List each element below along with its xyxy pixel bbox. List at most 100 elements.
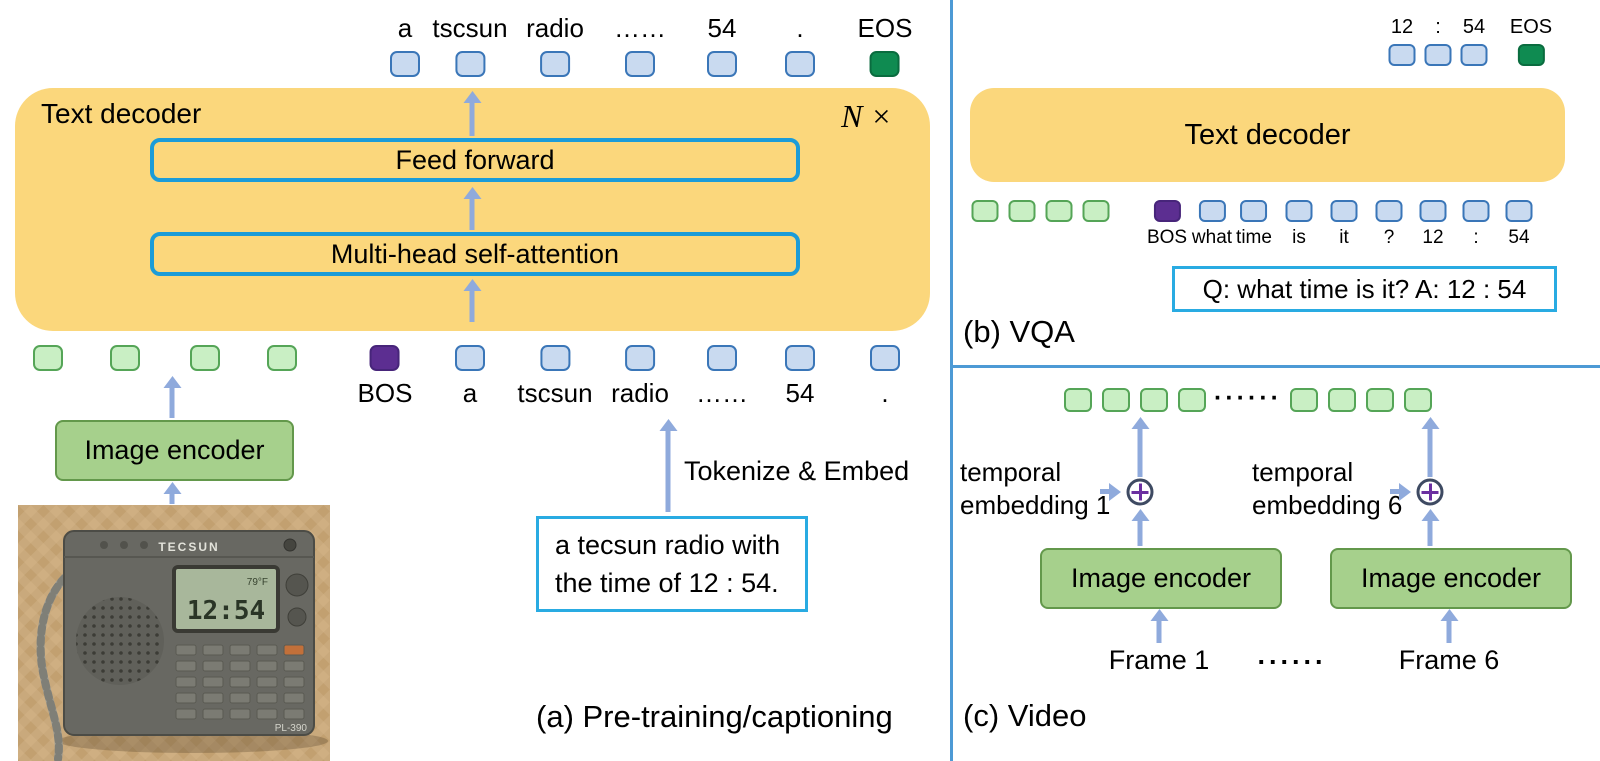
arrow-right-icon	[1390, 489, 1400, 494]
token-label: 54	[1508, 227, 1530, 248]
vertical-divider	[950, 0, 953, 761]
token-cell	[1064, 388, 1092, 412]
token-label: radio	[526, 13, 584, 43]
token-green	[1290, 388, 1318, 412]
token-green	[1140, 388, 1168, 412]
token-green	[1366, 388, 1394, 412]
token-green	[267, 345, 297, 371]
token-cell	[267, 345, 297, 371]
caption-text-box: a tecsun radio with the time of 12 : 54.	[536, 516, 808, 612]
radio-photo: TECSUN 79°F 12:54 PL-390	[18, 505, 330, 761]
token-blue	[1198, 200, 1226, 222]
radio-lcd	[172, 565, 280, 633]
token-bos	[1153, 200, 1181, 222]
token-label: .	[881, 378, 889, 408]
radio-top-button	[100, 541, 108, 549]
token-cell: EOS	[858, 14, 912, 77]
radio-brand-label: TECSUN	[158, 540, 219, 554]
token-blue	[1375, 200, 1403, 222]
temporal-line: embedding 1	[960, 490, 1111, 520]
token-cell: ……	[696, 345, 748, 408]
token-cell: it	[1330, 200, 1358, 249]
token-cell: time	[1236, 200, 1272, 249]
token-label: 12	[1422, 227, 1444, 248]
horizontal-divider	[953, 365, 1600, 368]
token-cell	[971, 200, 999, 222]
token-cell: tscsun	[517, 345, 593, 408]
temporal-line: embedding 6	[1252, 490, 1403, 520]
token-blue	[1285, 200, 1313, 222]
token-blue	[540, 345, 570, 371]
token-blue	[870, 345, 900, 371]
token-green	[33, 345, 63, 371]
radio-keypad	[175, 644, 305, 720]
token-green	[1082, 200, 1110, 222]
token-label: :	[1435, 16, 1441, 38]
arrow-up-icon	[1156, 620, 1162, 643]
arrow-up-icon	[169, 387, 175, 418]
token-cell: a	[455, 345, 485, 408]
token-blue	[1330, 200, 1358, 222]
text-decoder-title: Text decoder	[1184, 118, 1351, 151]
token-green	[971, 200, 999, 222]
image-encoder-label: Image encoder	[1360, 563, 1542, 593]
token-label: BOS	[357, 378, 413, 408]
token-green	[110, 345, 140, 371]
token-cell	[1404, 388, 1432, 412]
token-blue	[1460, 44, 1488, 66]
token-cell	[190, 345, 220, 371]
token-blue	[1462, 200, 1490, 222]
token-cell: radio	[526, 14, 584, 77]
self-attention-label: Multi-head self-attention	[330, 238, 620, 269]
token-blue	[539, 50, 570, 77]
temporal-line: temporal	[1252, 457, 1354, 487]
repeat-count-label: N ×	[841, 98, 892, 134]
token-cell	[1328, 388, 1356, 412]
token-label: tscsun	[432, 13, 508, 43]
token-cell: ?	[1375, 200, 1403, 249]
token-label: 12	[1390, 16, 1414, 38]
token-label: radio	[611, 378, 669, 408]
token-blue	[624, 345, 655, 371]
arrow-up-icon	[169, 493, 175, 504]
token-cell: BOS	[1147, 200, 1187, 249]
token-label: 54	[707, 13, 737, 43]
temporal-embedding-6-label: temporal embedding 6	[1252, 456, 1402, 522]
token-blue	[707, 50, 737, 77]
token-label: tscsun	[517, 378, 593, 408]
token-green	[1064, 388, 1092, 412]
arrow-up-icon	[1446, 620, 1452, 643]
temporal-embedding-1-label: temporal embedding 1	[960, 456, 1110, 522]
arrow-up-icon	[1427, 520, 1433, 546]
token-blue	[455, 345, 485, 371]
token-cell	[1366, 388, 1394, 412]
circled-plus-icon	[1126, 478, 1154, 506]
token-eos	[1517, 44, 1545, 66]
radio-lcd-time: 12:54	[187, 596, 265, 626]
token-cell: 54	[1460, 16, 1488, 66]
token-cell: EOS	[1510, 16, 1552, 66]
circled-plus-icon	[1416, 478, 1444, 506]
panel-b-title: (b) VQA	[963, 314, 1075, 349]
token-cell: radio	[611, 345, 669, 408]
token-bos	[369, 345, 400, 371]
token-cell: :	[1424, 16, 1452, 66]
token-cell	[33, 345, 63, 371]
token-label: it	[1339, 227, 1349, 248]
radio-volume-knob	[287, 607, 307, 627]
token-green	[1045, 200, 1073, 222]
token-label: BOS	[1146, 227, 1188, 248]
arrow-up-icon	[665, 430, 671, 512]
arrow-up-icon	[1137, 520, 1143, 546]
token-cell	[1008, 200, 1036, 222]
image-encoder-label: Image encoder	[1070, 563, 1252, 593]
token-eos	[869, 50, 900, 77]
token-label: .	[796, 13, 804, 43]
token-green	[1008, 200, 1036, 222]
token-cell: BOS	[357, 345, 413, 408]
token-green	[1102, 388, 1130, 412]
radio-top-button	[140, 541, 148, 549]
token-green	[190, 345, 220, 371]
token-blue	[785, 345, 815, 371]
